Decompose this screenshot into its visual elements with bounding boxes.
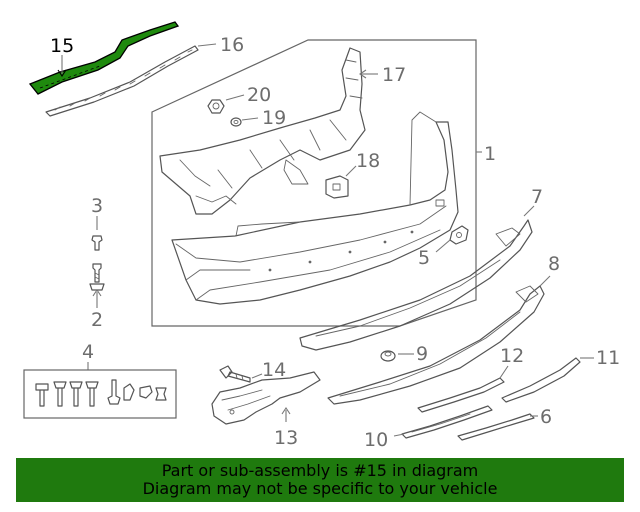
leader-10 xyxy=(393,433,405,437)
part-17-support-bracket[interactable] xyxy=(159,47,366,215)
part-4-hardware-kit-box[interactable] xyxy=(23,369,177,419)
callout-14[interactable]: 14 xyxy=(262,359,286,381)
banner-line-2: Diagram may not be specific to your vehi… xyxy=(142,479,498,498)
part-16-trim-strip[interactable] xyxy=(45,45,199,117)
callout-6[interactable]: 6 xyxy=(540,406,552,428)
callout-16[interactable]: 16 xyxy=(220,34,244,56)
leader-2-arrow xyxy=(92,289,102,297)
callout-20[interactable]: 20 xyxy=(247,84,271,106)
part-18-small-bracket[interactable] xyxy=(325,175,349,199)
leader-19 xyxy=(241,117,259,121)
exploded-parts-diagram: 15 16 1 xyxy=(23,21,620,451)
part-9-grommet[interactable] xyxy=(380,350,396,362)
callout-15[interactable]: 15 xyxy=(50,35,74,57)
callout-10[interactable]: 10 xyxy=(364,429,388,451)
callout-7[interactable]: 7 xyxy=(531,186,543,208)
part-15-highlighted-strip[interactable] xyxy=(28,21,180,95)
leader-17-arrow xyxy=(359,69,367,79)
banner-line-1: Part or sub-assembly is #15 in diagram xyxy=(161,461,479,480)
part-6-trim-strip[interactable] xyxy=(457,413,535,441)
callout-3[interactable]: 3 xyxy=(91,195,103,217)
leader-20 xyxy=(225,94,245,101)
part-2-screw[interactable] xyxy=(89,263,105,291)
bumper-assembly-frame xyxy=(151,39,477,327)
callout-13[interactable]: 13 xyxy=(274,427,298,449)
callout-11[interactable]: 11 xyxy=(596,347,620,369)
leader-5 xyxy=(435,239,451,253)
callout-9[interactable]: 9 xyxy=(416,343,428,365)
leader-12 xyxy=(499,365,509,379)
part-8-lower-trim-panel[interactable] xyxy=(327,285,545,405)
callout-5[interactable]: 5 xyxy=(418,247,430,269)
info-banner: Part or sub-assembly is #15 in diagram D… xyxy=(16,458,624,502)
leader-15-arrow xyxy=(57,69,67,77)
callout-1[interactable]: 1 xyxy=(484,143,496,165)
part-5-clip[interactable] xyxy=(449,225,469,245)
leader-8 xyxy=(539,275,551,287)
leader-7 xyxy=(523,205,535,217)
part-7-lower-diffuser[interactable] xyxy=(299,219,533,351)
part-20-nut[interactable] xyxy=(207,99,225,114)
part-19-washer[interactable] xyxy=(230,117,242,127)
callout-8[interactable]: 8 xyxy=(548,253,560,275)
callout-4[interactable]: 4 xyxy=(82,341,94,363)
leader-13-arrow xyxy=(281,407,291,415)
leader-14 xyxy=(251,373,263,379)
callout-17[interactable]: 17 xyxy=(382,64,406,86)
callout-18[interactable]: 18 xyxy=(356,150,380,172)
part-4-hardware-items xyxy=(35,379,167,407)
callout-12[interactable]: 12 xyxy=(500,345,524,367)
leader-16 xyxy=(197,43,217,47)
part-12-trim-strip[interactable] xyxy=(417,377,505,413)
part-13-side-bracket[interactable] xyxy=(211,371,321,425)
part-10-reflector-strip[interactable] xyxy=(401,405,493,439)
part-3-push-pin[interactable] xyxy=(91,235,103,251)
part-11-trim-strip[interactable] xyxy=(501,357,581,403)
leader-18 xyxy=(345,165,357,177)
part-1-bumper-cover[interactable] xyxy=(171,111,459,305)
callout-2[interactable]: 2 xyxy=(91,309,103,331)
callout-19[interactable]: 19 xyxy=(262,107,286,129)
part-14-bolt[interactable] xyxy=(219,365,251,383)
